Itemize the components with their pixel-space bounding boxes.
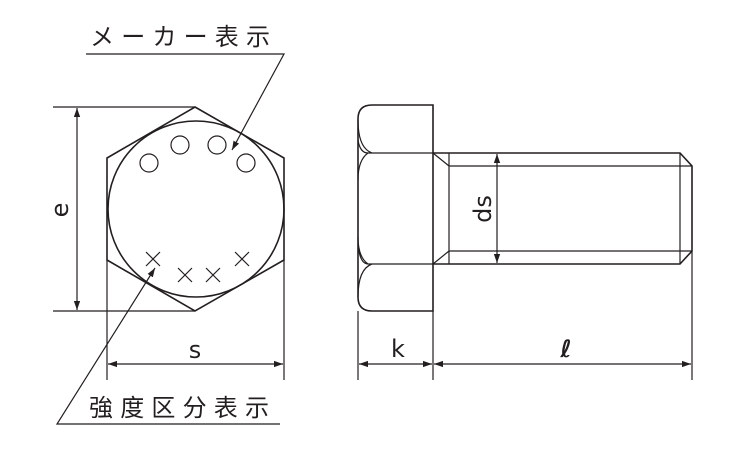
bearing-face-circle bbox=[107, 120, 285, 298]
strength-cross bbox=[177, 267, 193, 283]
bolt-head-outline bbox=[357, 104, 434, 312]
strength-cross bbox=[145, 251, 161, 267]
dimension-e-label: e bbox=[46, 203, 74, 218]
strength-cross bbox=[205, 267, 221, 283]
dimension-s-label: s bbox=[189, 336, 202, 364]
shank-outline bbox=[433, 152, 693, 265]
strength-mark-crosses bbox=[145, 251, 250, 283]
dimension-k-label: k bbox=[391, 335, 405, 363]
dimension-l-label: ℓ bbox=[559, 335, 571, 363]
maker-dot bbox=[170, 135, 190, 155]
strength-class-leader bbox=[55, 267, 280, 425]
bolt-side-view: ds k ℓ bbox=[357, 104, 693, 380]
hexagon-outline bbox=[106, 106, 285, 312]
thread-lines bbox=[432, 152, 692, 265]
maker-mark-label: メーカー表示 bbox=[90, 23, 270, 51]
maker-dot bbox=[236, 153, 256, 173]
maker-dot bbox=[139, 153, 159, 173]
maker-mark-leader bbox=[86, 53, 286, 151]
bolt-head-end-view: e s メーカー表示 強度区分表示 bbox=[46, 23, 286, 425]
extension-lines bbox=[357, 251, 693, 380]
strength-cross bbox=[234, 251, 250, 267]
head-flat-arcs bbox=[357, 119, 433, 298]
extension-lines bbox=[53, 106, 285, 380]
maker-dot bbox=[207, 135, 227, 155]
strength-class-label: 強度区分表示 bbox=[89, 394, 269, 422]
maker-mark-dots bbox=[139, 135, 256, 173]
dimension-ds-label: ds bbox=[469, 195, 497, 223]
